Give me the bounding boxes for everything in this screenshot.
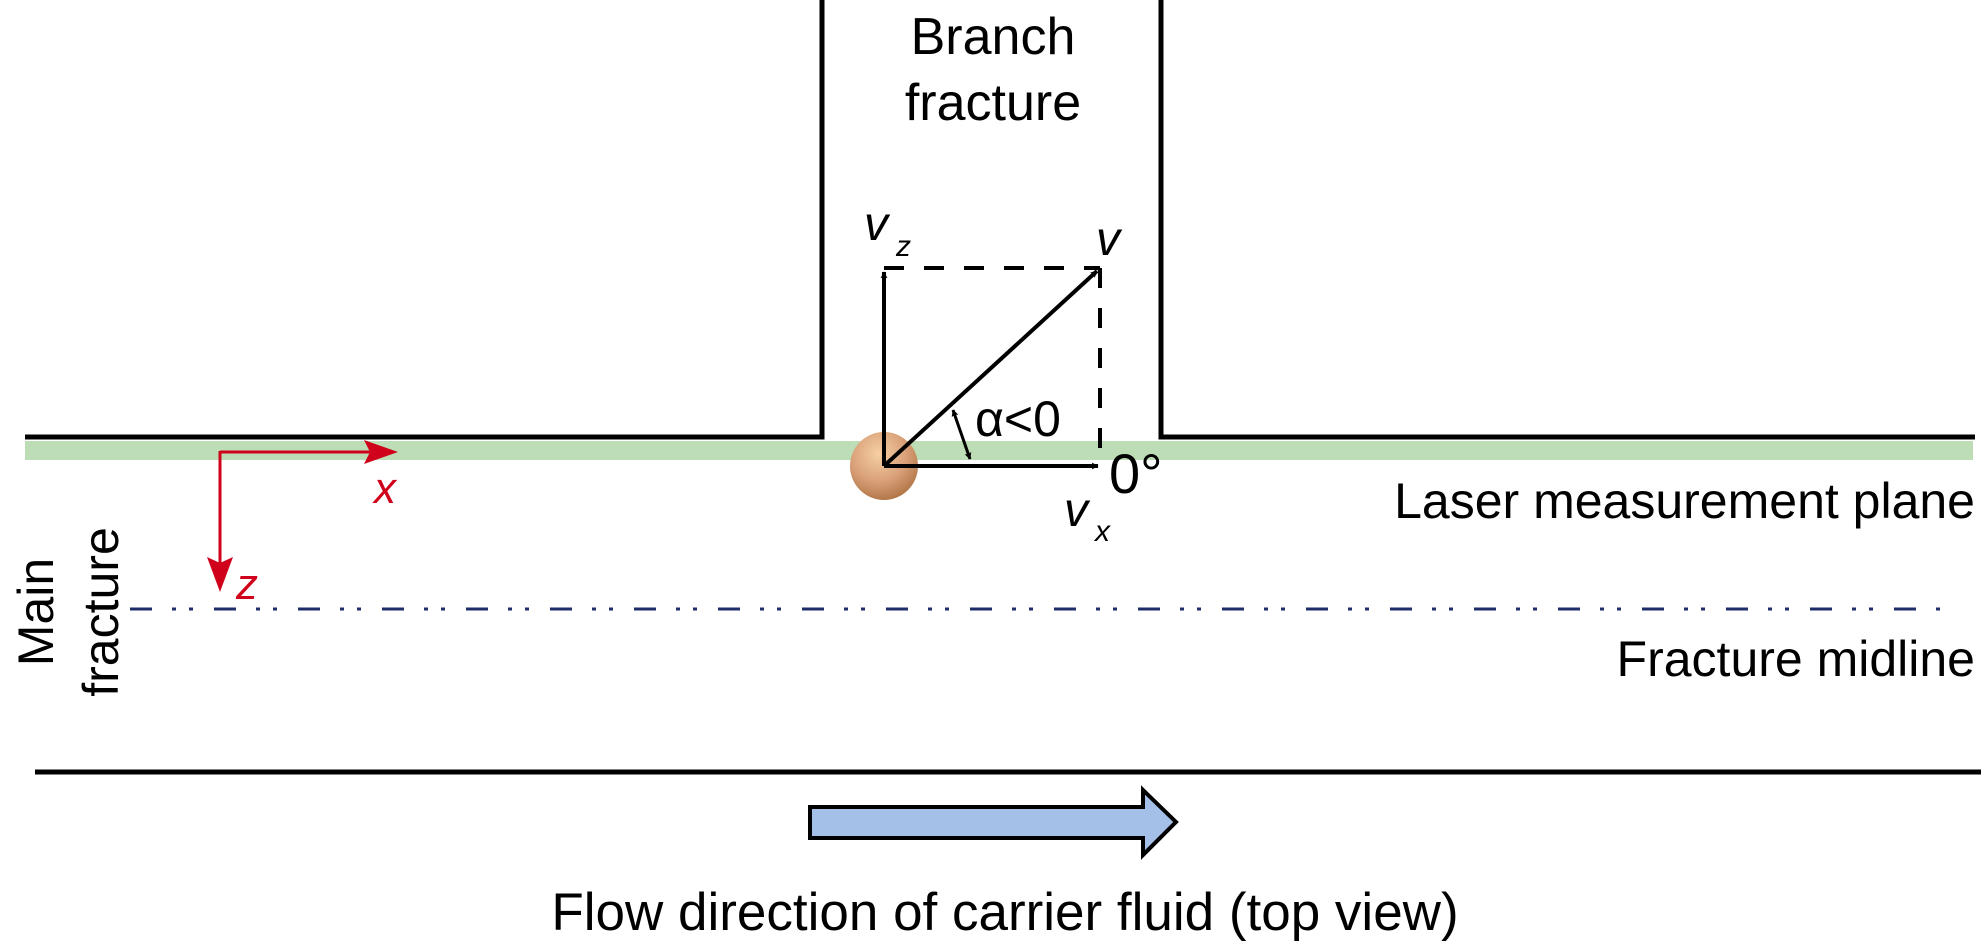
z-axis-arrowhead [207, 557, 233, 592]
coordinate-axes: x z [207, 440, 398, 609]
v-label: v [1096, 213, 1123, 266]
angle-label: α<0 [975, 391, 1061, 447]
vz-subscript: z [895, 230, 911, 263]
angle-arc-arrow [951, 409, 972, 460]
x-axis-arrowhead [364, 440, 398, 464]
velocity-vectors [880, 266, 1102, 470]
main-fracture-top-wall-right [1158, 0, 1975, 440]
laser-measurement-plane-label: Laser measurement plane [1394, 473, 1975, 529]
main-fracture-top-wall-left [25, 0, 825, 440]
reference-angle-label: 0° [1109, 442, 1163, 505]
vx-subscript: x [1093, 515, 1111, 548]
vx-label: v [1064, 484, 1091, 537]
main-fracture-label-line1: Main [8, 558, 64, 666]
fracture-midline-label: Fracture midline [1617, 631, 1975, 687]
v-vector [882, 269, 1099, 468]
laser-plane-band [25, 441, 1973, 460]
x-axis-label: x [372, 464, 398, 513]
main-fracture-label-line2: fracture [73, 527, 129, 697]
branch-fracture-label-line2: fracture [905, 74, 1081, 132]
vz-label: v [864, 198, 891, 251]
branch-fracture-label-line1: Branch [911, 8, 1076, 66]
flow-direction-caption: Flow direction of carrier fluid (top vie… [551, 883, 1458, 942]
flow-direction-arrow [808, 785, 1179, 860]
z-axis-label: z [235, 560, 258, 609]
